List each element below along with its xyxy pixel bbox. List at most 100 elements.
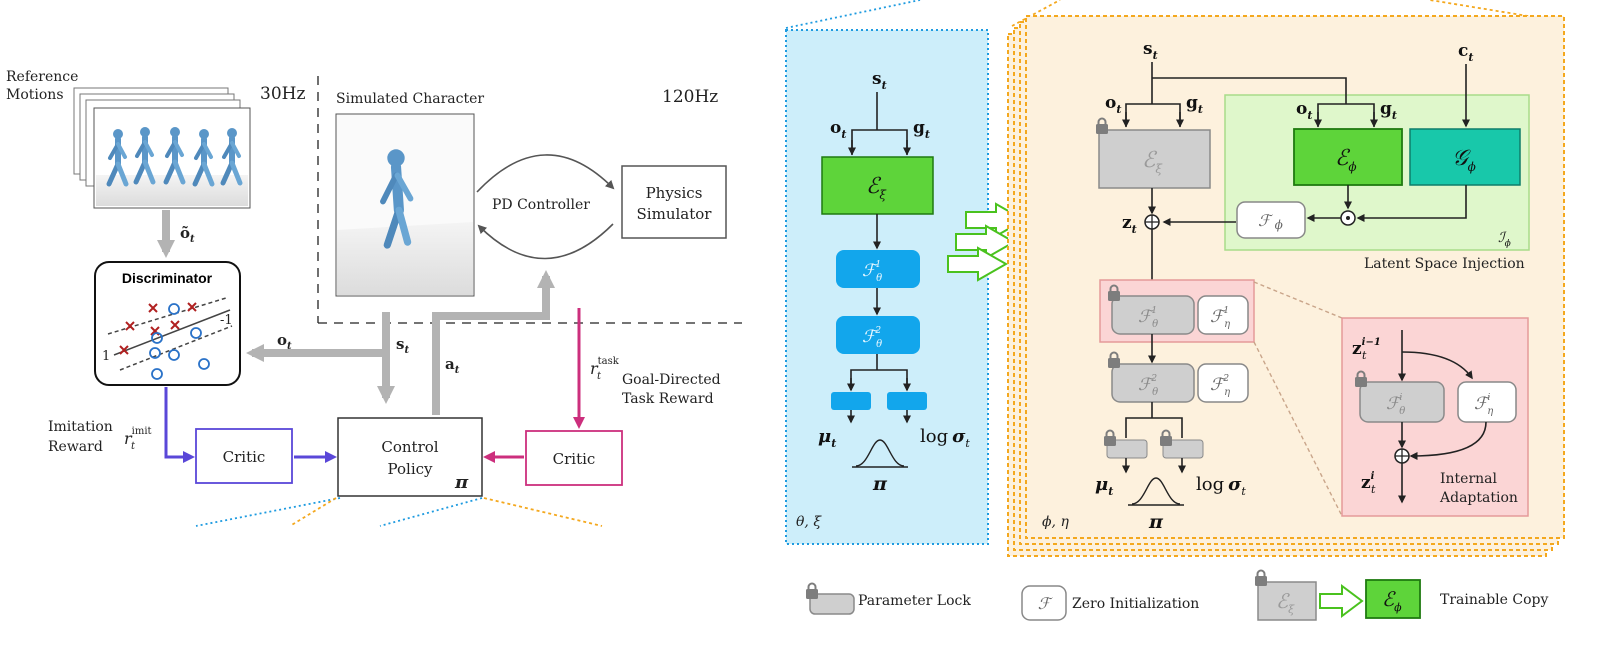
zoom-line-bottom xyxy=(1253,341,1343,517)
r-g-2: gt xyxy=(1380,99,1397,122)
mid-mu: μt xyxy=(818,426,836,450)
critic-task-box xyxy=(525,430,623,486)
o-tilde-label: õt xyxy=(180,224,195,245)
freq-120hz: 120Hz xyxy=(662,87,718,107)
r-o-1: ot xyxy=(1105,93,1121,116)
legend-encphi-label: ℰϕ xyxy=(1382,587,1402,614)
connector-orange-top-right xyxy=(1429,0,1541,19)
connector-blue-left xyxy=(195,497,341,527)
control-policy-label-2: Policy xyxy=(388,460,434,478)
mid-head-mu xyxy=(831,392,871,410)
ia-z-in: zi−1 xyxy=(1352,337,1381,359)
ia-f-eta-box xyxy=(1457,381,1517,423)
ia-arrow-eta-oplus xyxy=(1409,421,1487,460)
lock-icon xyxy=(1254,569,1268,587)
internal-adaptation-1: Internal xyxy=(1440,471,1498,487)
r-f2-theta-box xyxy=(1111,363,1195,403)
legend: Parameter Lock ℱ Zero Initialization ℰξ … xyxy=(805,569,1548,621)
r-generator-label: 𝒢ϕ xyxy=(1452,146,1476,174)
o-label: ot xyxy=(277,331,292,352)
latent-injection-label: Latent Space Injection xyxy=(1364,256,1525,272)
r-encoder-xi-box xyxy=(1098,129,1211,189)
r-gaussian xyxy=(1131,477,1181,505)
simulated-character-image xyxy=(335,113,475,297)
legend-encxi-box xyxy=(1257,581,1317,621)
mid-params: θ, ξ xyxy=(796,514,822,530)
r-c: ct xyxy=(1458,41,1473,64)
r-imit-label: rimit xyxy=(124,426,152,448)
arrow-imit xyxy=(164,387,195,463)
control-policy-box xyxy=(337,417,483,497)
legend-encphi-box xyxy=(1365,579,1421,619)
mid-pi: π xyxy=(872,473,888,495)
right-panel: Latent Space Injection ℐϕ st ct ot gt ot… xyxy=(1007,15,1565,557)
reference-motions-label-2: Motions xyxy=(6,87,64,103)
r-encoder-phi-label: ℰϕ xyxy=(1335,146,1357,174)
r-odot-dot xyxy=(1346,216,1350,220)
r-params: ϕ, η xyxy=(1042,514,1069,530)
simulated-character-label: Simulated Character xyxy=(336,91,484,107)
r-pi: π xyxy=(1148,511,1164,533)
s-label: st xyxy=(396,335,409,356)
r-f2-eta-box xyxy=(1197,363,1249,403)
lock-icon xyxy=(805,582,819,600)
r-f1-theta-box xyxy=(1111,295,1195,335)
disc-label-pos: 1 xyxy=(102,349,110,364)
r-line-s-right xyxy=(1152,77,1347,104)
freq-30hz: 30Hz xyxy=(260,84,305,104)
legend-zero-box xyxy=(1021,585,1067,621)
disc-label-neg: -1 xyxy=(220,313,233,328)
r-oplus-cross xyxy=(1145,215,1159,229)
imitation-reward-1: Imitation xyxy=(48,419,113,435)
legend-parameter-lock: Parameter Lock xyxy=(858,593,971,609)
ia-oplus-cross xyxy=(1395,449,1409,463)
r-generator-box xyxy=(1409,128,1521,186)
r-head-sigma xyxy=(1162,439,1204,459)
critic-task-label: Critic xyxy=(553,450,596,468)
r-line-heads xyxy=(1125,417,1183,438)
r-z: zt xyxy=(1122,213,1137,236)
critic-imit-label: Critic xyxy=(223,448,266,466)
discriminator-label: Discriminator xyxy=(122,270,213,286)
r-mu: μt xyxy=(1095,474,1113,498)
reference-motions-label-1: Reference xyxy=(6,69,78,85)
goal-directed-1: Goal-Directed xyxy=(622,372,721,388)
mid-f1-box xyxy=(836,250,920,288)
ia-z-out: zi xyxy=(1361,471,1375,493)
discriminator-box: Discriminator -1 1 xyxy=(94,261,241,386)
r-o-2: ot xyxy=(1296,99,1312,122)
legend-zero-init: Zero Initialization xyxy=(1072,596,1199,612)
r-s: st xyxy=(1143,39,1158,62)
ia-z-out-sub: t xyxy=(1371,483,1376,496)
physics-simulator-label-2: Simulator xyxy=(637,205,713,223)
imitation-reward-2: Reward xyxy=(48,439,103,455)
critic-imit-box xyxy=(195,428,293,484)
mid-head-sigma xyxy=(887,392,927,410)
zoom-line-top xyxy=(1253,281,1343,319)
mid-gaussian xyxy=(855,439,905,467)
left-panel: Reference Motions 30Hz 120Hz Simulated C… xyxy=(6,0,1541,527)
legend-encxi-label: ℰξ xyxy=(1276,589,1295,616)
control-policy-pi: π xyxy=(454,472,469,493)
physics-simulator-box xyxy=(621,165,727,239)
r-encoder-phi-box xyxy=(1293,128,1403,186)
arrow-a-up xyxy=(432,270,555,415)
connector-orange-right xyxy=(483,497,603,527)
ia-arrow-branch xyxy=(1401,351,1473,380)
injection-symbol: ℐϕ xyxy=(1498,230,1511,249)
r-fphi-box xyxy=(1236,201,1306,239)
legend-trainable-copy: Trainable Copy xyxy=(1440,592,1548,608)
a-label: at xyxy=(445,355,460,376)
r-head-mu xyxy=(1106,439,1148,459)
internal-adaptation-2: Adaptation xyxy=(1439,490,1518,506)
